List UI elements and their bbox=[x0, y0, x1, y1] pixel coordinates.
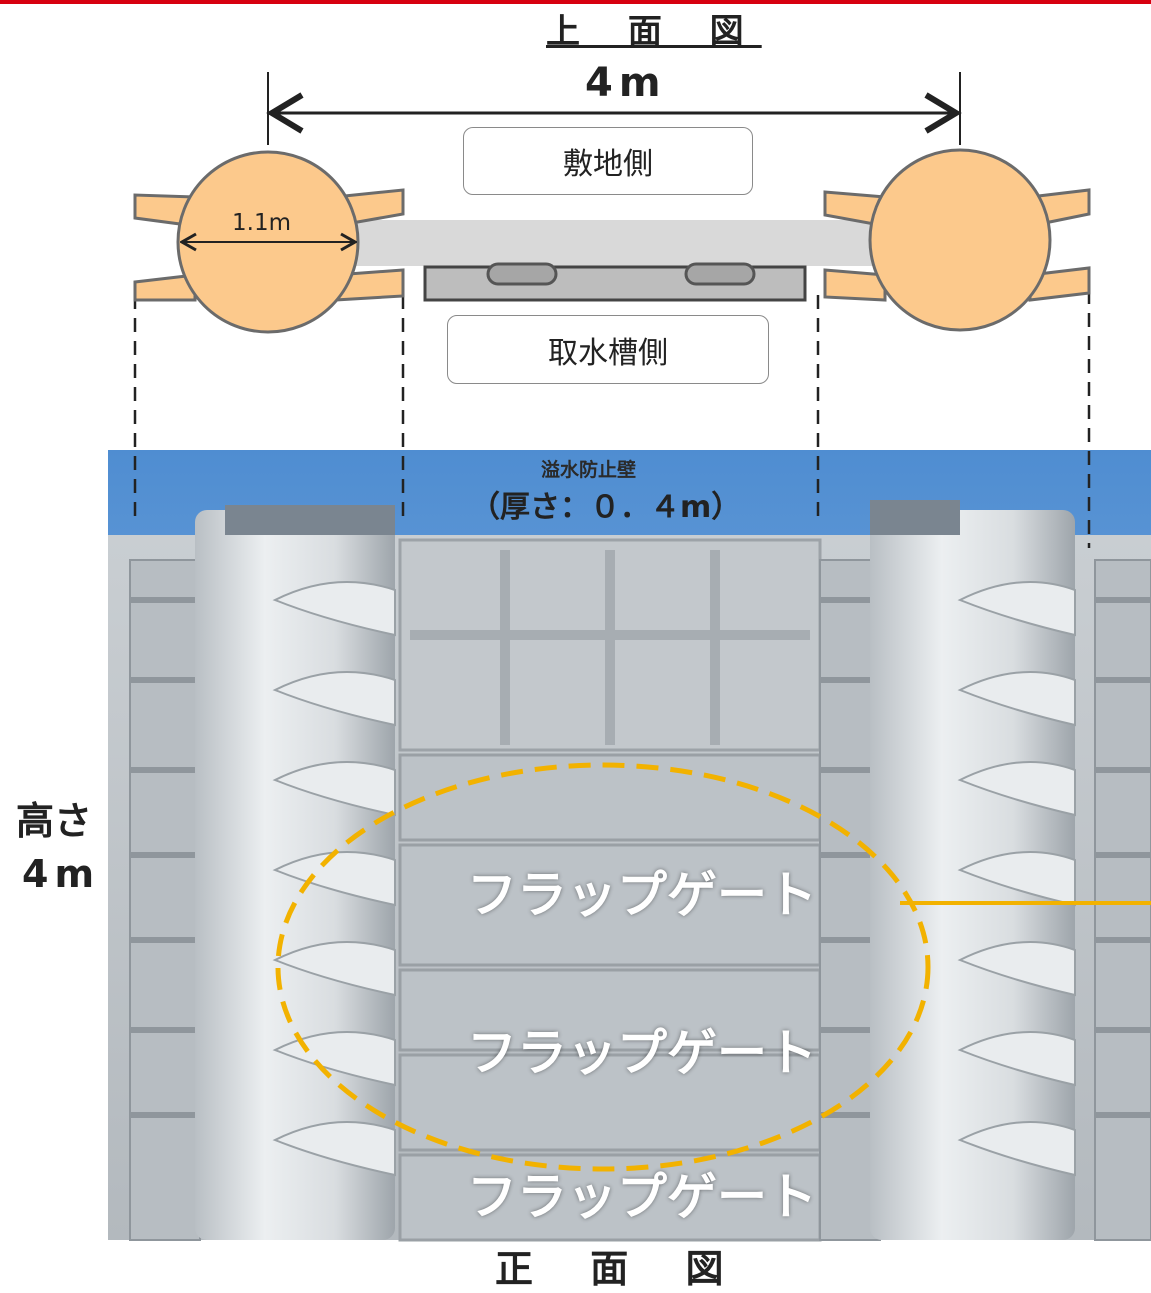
front-view-title: 正 面 図 bbox=[495, 1247, 746, 1291]
diameter-label: 1.1m bbox=[232, 210, 291, 236]
gate-label-2: フラップゲート bbox=[467, 1024, 817, 1082]
front-view-photo bbox=[108, 450, 1151, 1242]
thickness-label: （厚さ：０．４m） bbox=[470, 490, 742, 525]
land-side-label: 敷地側 bbox=[563, 147, 653, 182]
right-pillar-plan bbox=[868, 148, 1052, 332]
gate-label-1: フラップゲート bbox=[467, 866, 817, 924]
land-side-box: 敷地側 bbox=[463, 127, 753, 195]
gate-highlight-ellipse bbox=[275, 762, 931, 1172]
wall-label: 溢水防止壁 bbox=[541, 459, 637, 481]
top-view-title: 上 面 図 bbox=[546, 12, 762, 52]
height-label-line1: 高さ bbox=[16, 799, 93, 843]
intake-side-box: 取水槽側 bbox=[447, 315, 769, 384]
span-label: 4m bbox=[585, 60, 667, 106]
wall-plan bbox=[340, 220, 900, 266]
top-view-plan bbox=[133, 72, 1091, 334]
projection-lines bbox=[133, 290, 1091, 548]
gate-label-3: フラップゲート bbox=[467, 1168, 817, 1226]
top-accent-bar bbox=[0, 0, 1151, 4]
intake-side-label: 取水槽側 bbox=[548, 335, 668, 371]
height-label-line2: 4m bbox=[22, 852, 101, 896]
